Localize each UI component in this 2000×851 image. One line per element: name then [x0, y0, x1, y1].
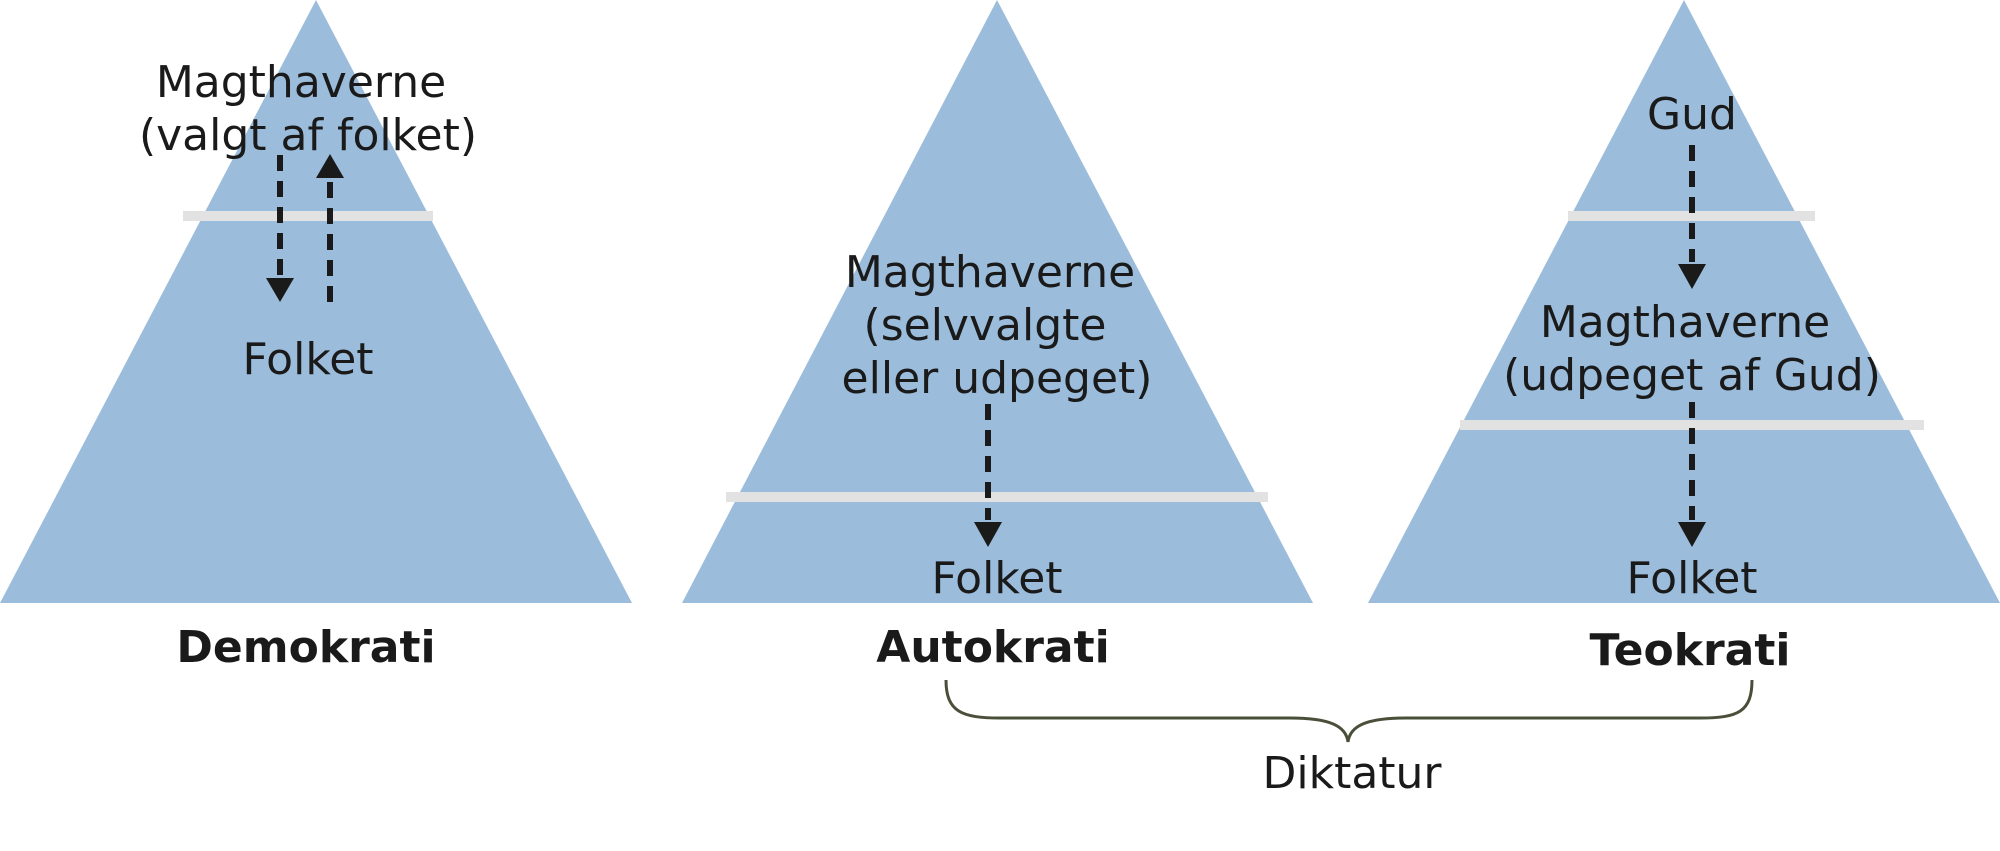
down-arrow-head	[266, 278, 294, 302]
curly-brace	[944, 679, 1754, 743]
power-holders-title: Magthaverne	[156, 57, 446, 108]
power-arrow-head	[1678, 522, 1706, 547]
dictatorship-group: Diktatur	[944, 679, 1754, 799]
god-label: Gud	[1647, 89, 1737, 140]
people-label: Folket	[1626, 553, 1757, 604]
people-label: Folket	[242, 334, 373, 385]
down-arrow-head	[974, 522, 1002, 547]
power-holders-subtitle: (valgt af folket)	[139, 110, 477, 161]
pyramid-autokrati: Magthaverne (selvvalgte eller udpeget) F…	[682, 0, 1313, 673]
power-holders-title: Magthaverne	[845, 247, 1135, 298]
pyramid-title: Demokrati	[176, 622, 435, 673]
power-holders-subtitle: (udpeget af Gud)	[1503, 350, 1881, 401]
pyramid-teokrati: Gud Magthaverne (udpeget af Gud) Folket …	[1368, 0, 2000, 676]
power-holders-title: Magthaverne	[1540, 297, 1830, 348]
people-label: Folket	[931, 553, 1062, 604]
power-holders-label: Magthaverne (udpeget af Gud)	[1503, 297, 1881, 401]
pyramid-shape	[682, 0, 1313, 603]
god-arrow-head	[1678, 264, 1706, 289]
power-holders-subtitle-line1: (selvvalgte	[864, 300, 1107, 351]
power-holders-label: Magthaverne (selvvalgte eller udpeget)	[842, 247, 1153, 404]
pyramid-demokrati: Magthaverne (valgt af folket) Folket Dem…	[0, 0, 632, 673]
pyramid-title: Autokrati	[876, 622, 1109, 673]
power-holders-label: Magthaverne (valgt af folket)	[139, 57, 477, 161]
pyramid-shape	[1368, 0, 2000, 603]
power-holders-subtitle-line2: eller udpeget)	[842, 353, 1153, 404]
up-arrow-head	[316, 154, 344, 178]
pyramid-title: Teokrati	[1589, 625, 1790, 676]
pyramid-shape	[0, 0, 632, 603]
dictatorship-label: Diktatur	[1262, 748, 1442, 799]
